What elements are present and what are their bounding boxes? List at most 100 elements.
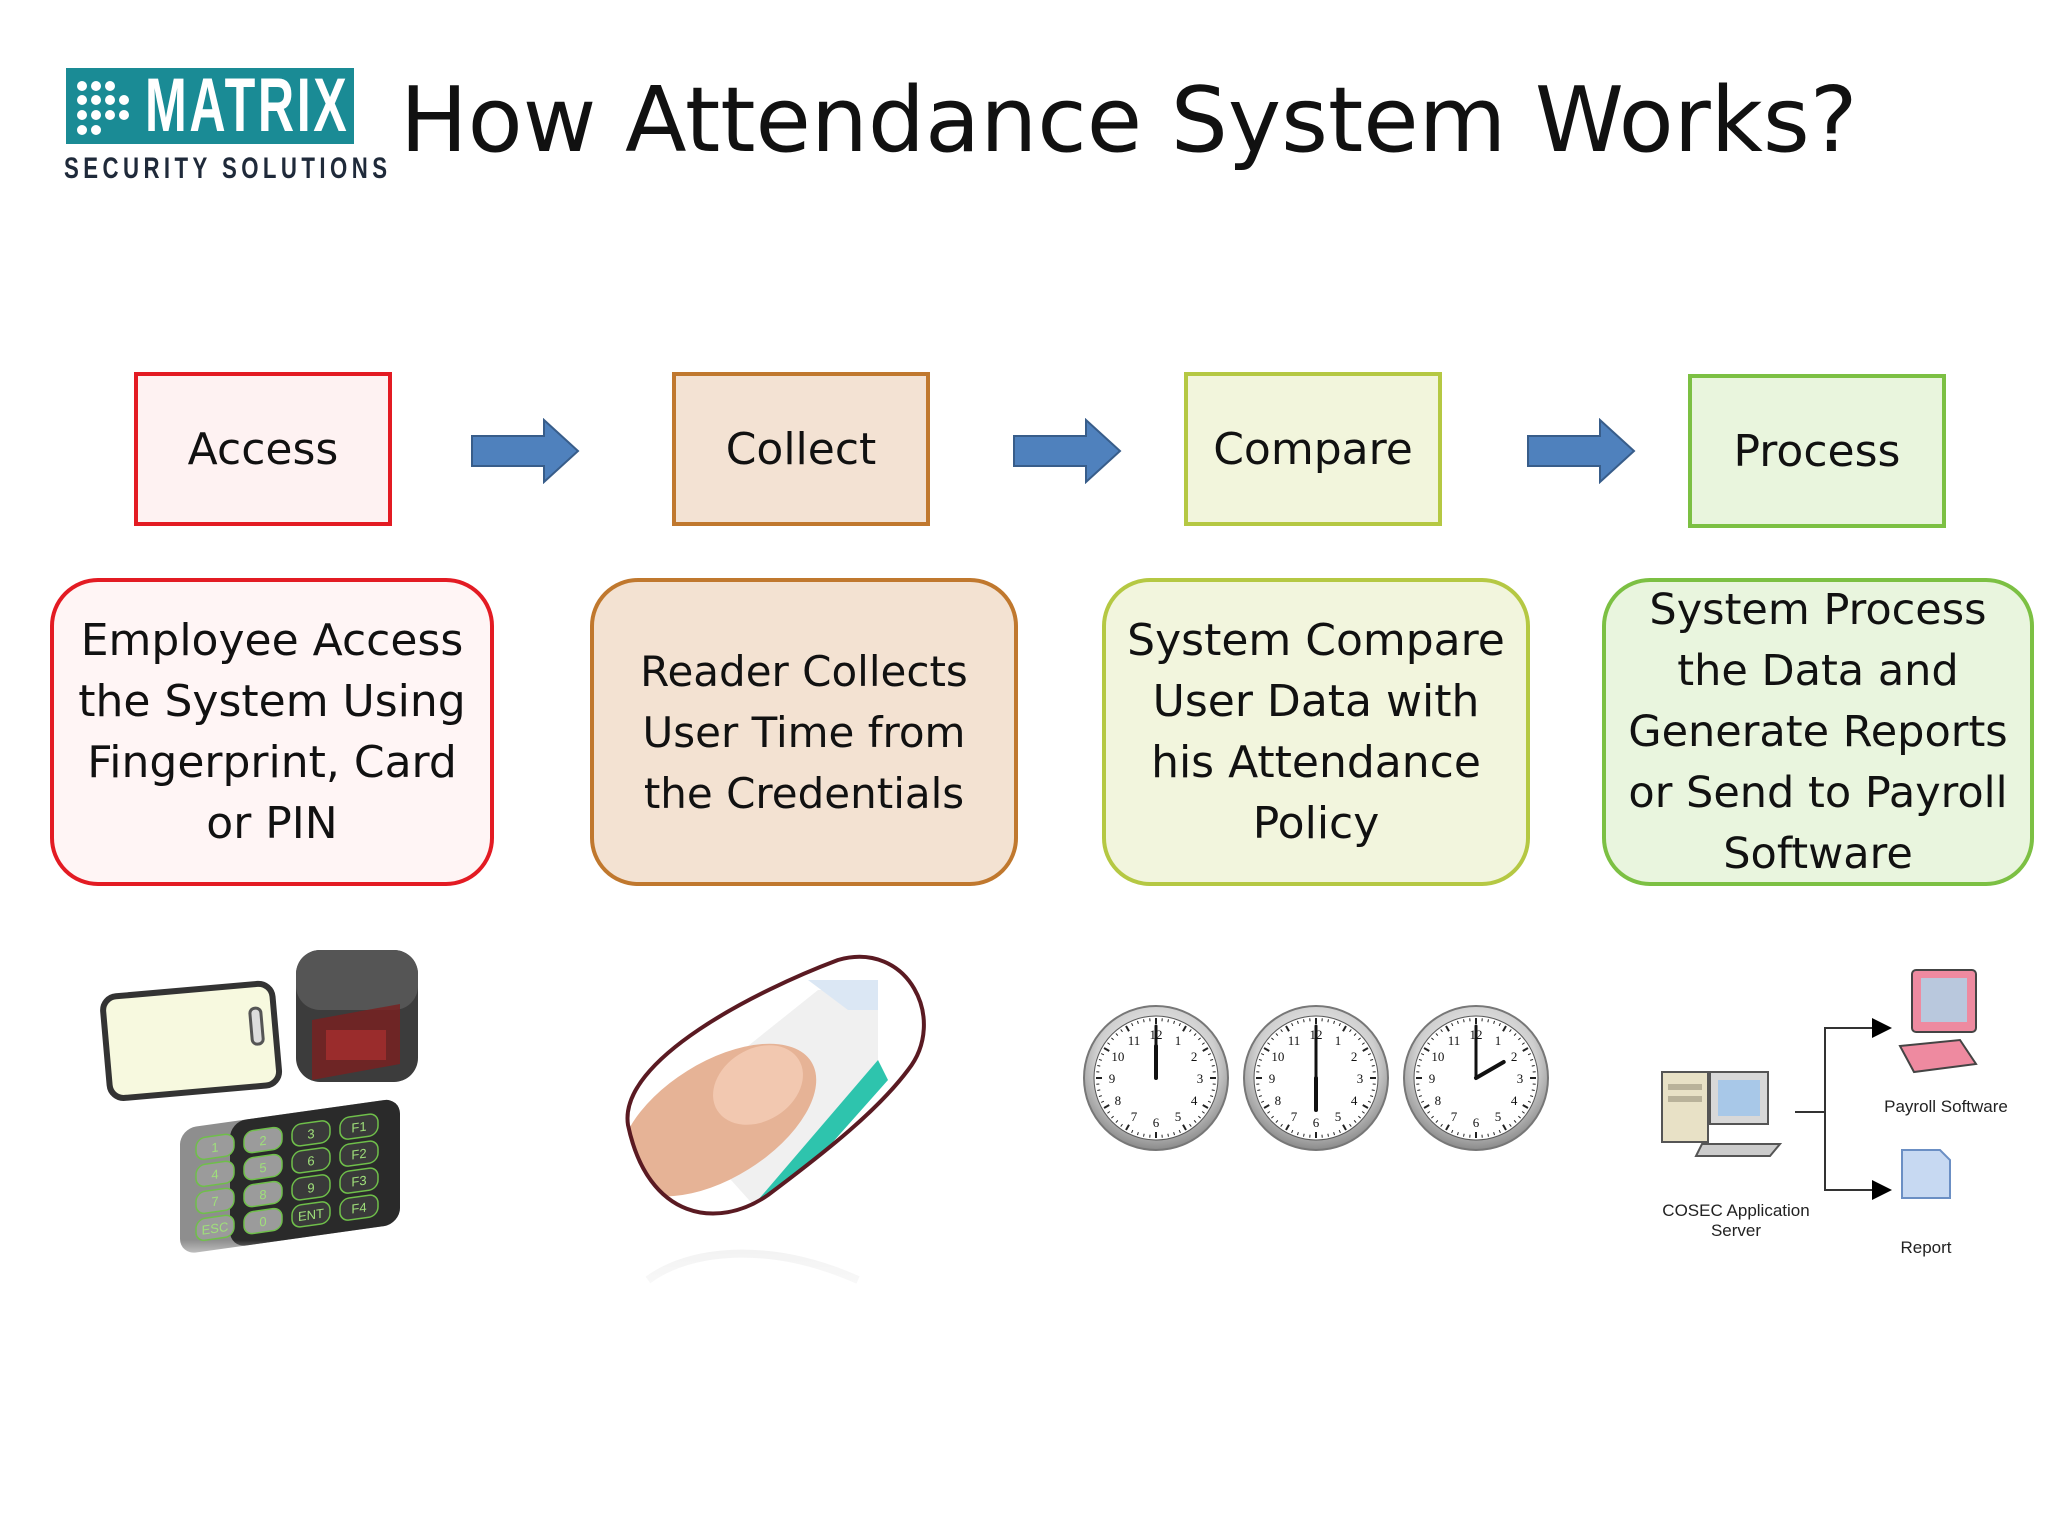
clock-number: 9 <box>1109 1071 1116 1086</box>
keypad-key-label: F3 <box>351 1173 366 1190</box>
step-access-box: Access <box>134 372 392 526</box>
clock-number: 10 <box>1111 1049 1124 1064</box>
page-title: How Attendance System Works? <box>400 68 1858 173</box>
keypad-key <box>243 1153 283 1181</box>
step-collect-box: Collect <box>672 372 930 526</box>
keypad-key-label: F2 <box>351 1146 366 1163</box>
server-label-line2: Server <box>1711 1221 1761 1240</box>
keypad-key <box>339 1167 379 1194</box>
step-access-label: Access <box>187 423 339 475</box>
payroll-computer-icon <box>1898 969 1978 1074</box>
keypad-key-label: 2 <box>259 1133 266 1149</box>
step-collect-label: Collect <box>725 423 877 475</box>
flow-arrow-2-icon <box>1013 418 1122 484</box>
clock-number: 3 <box>1517 1071 1524 1086</box>
process-description-text: System Process the Data and Generate Rep… <box>1628 584 2008 879</box>
keypad-key <box>339 1113 379 1140</box>
server-label-line1: COSEC Application <box>1662 1201 1809 1220</box>
step-process-box: Process <box>1688 374 1946 528</box>
clock-number: 10 <box>1271 1049 1284 1064</box>
clock-number: 5 <box>1495 1109 1502 1124</box>
keypad-key <box>195 1133 235 1161</box>
clock-number: 11 <box>1448 1033 1461 1048</box>
report-label: Report <box>1900 1238 1951 1257</box>
server-icon <box>1661 1071 1783 1157</box>
access-description-text: Employee Access the System Using Fingerp… <box>78 615 466 849</box>
clock-number: 9 <box>1269 1071 1276 1086</box>
clock-number: 10 <box>1431 1049 1444 1064</box>
clocks-illustration: 1212345678910111212345678910111212345678… <box>1080 1005 1560 1216</box>
payroll-software-label: Payroll Software <box>1884 1097 2008 1116</box>
keypad-key-label: 0 <box>259 1214 266 1230</box>
keypad-key-label: F1 <box>351 1119 366 1136</box>
clock-number: 2 <box>1351 1049 1358 1064</box>
logo-dots-icon <box>77 81 129 135</box>
clock-number: 7 <box>1131 1109 1138 1124</box>
clock-number: 3 <box>1197 1071 1204 1086</box>
clock-number: 5 <box>1175 1109 1182 1124</box>
matrix-logo <box>66 68 354 144</box>
clock-number: 1 <box>1335 1033 1342 1048</box>
clock-number: 5 <box>1335 1109 1342 1124</box>
keypad-key <box>291 1147 331 1174</box>
clock-number: 4 <box>1351 1093 1358 1108</box>
compare-description: System Compare User Data with his Attend… <box>1102 578 1530 886</box>
clock-number: 2 <box>1191 1049 1198 1064</box>
keypad-key <box>195 1214 235 1242</box>
keypad-key <box>291 1201 331 1228</box>
clock-number: 8 <box>1115 1093 1122 1108</box>
clock-number: 8 <box>1435 1093 1442 1108</box>
keypad-key-label: 5 <box>259 1160 266 1176</box>
keypad-key <box>243 1126 283 1154</box>
rfid-card-icon <box>100 980 283 1101</box>
fingerprint-reader-illustration <box>608 954 938 1330</box>
access-description: Employee Access the System Using Fingerp… <box>50 578 494 886</box>
clock-number: 1 <box>1175 1033 1182 1048</box>
clock-number: 7 <box>1451 1109 1458 1124</box>
keypad-key-label: 3 <box>307 1126 314 1142</box>
keypad-key-label: 4 <box>211 1166 218 1182</box>
clock-hand <box>1474 1060 1506 1080</box>
clock-icon: 121234567891011 <box>1083 1005 1229 1151</box>
logo-wordmark: MATRIX <box>145 63 350 148</box>
clock-number: 4 <box>1191 1093 1198 1108</box>
keypad-key <box>195 1187 235 1215</box>
step-compare-box: Compare <box>1184 372 1442 526</box>
card-reader-icon <box>296 950 418 1082</box>
keypad-key-label: 6 <box>307 1153 314 1169</box>
clock-number: 6 <box>1153 1115 1160 1130</box>
clock-icon: 121234567891011 <box>1403 1005 1549 1151</box>
clock-number: 2 <box>1511 1049 1518 1064</box>
keypad-key <box>243 1207 283 1235</box>
clock-number: 11 <box>1288 1033 1301 1048</box>
flow-arrow-3-icon <box>1527 418 1636 484</box>
keypad-key-label: ENT <box>298 1206 324 1225</box>
report-document-icon <box>1901 1149 1951 1199</box>
keypad-key-label: 7 <box>211 1193 218 1209</box>
collect-description-text: Reader Collects User Time from the Crede… <box>640 646 968 818</box>
compare-description-text: System Compare User Data with his Attend… <box>1127 615 1505 849</box>
clock-number: 7 <box>1291 1109 1298 1124</box>
fingerprint-frame <box>625 954 926 1216</box>
clock-number: 1 <box>1495 1033 1502 1048</box>
flow-arrow-1-icon <box>471 418 580 484</box>
clock-number: 11 <box>1128 1033 1141 1048</box>
clock-number: 8 <box>1275 1093 1282 1108</box>
collect-description: Reader Collects User Time from the Crede… <box>590 578 1018 886</box>
keypad-key <box>195 1160 235 1188</box>
clock-number: 4 <box>1511 1093 1518 1108</box>
keypad-key-label: 9 <box>307 1180 314 1196</box>
clock-number: 3 <box>1357 1071 1364 1086</box>
keypad-key <box>339 1140 379 1167</box>
keypad-key <box>291 1174 331 1201</box>
network-diagram-illustration: Payroll Software Report COSEC Applicatio… <box>1640 969 2020 1320</box>
clock-number: 6 <box>1473 1115 1480 1130</box>
keypad-key-label: F4 <box>351 1200 366 1217</box>
clock-number: 6 <box>1313 1115 1320 1130</box>
keypad-key <box>291 1120 331 1147</box>
step-compare-label: Compare <box>1213 423 1413 475</box>
process-description: System Process the Data and Generate Rep… <box>1602 578 2034 886</box>
keypad-key <box>339 1194 379 1221</box>
